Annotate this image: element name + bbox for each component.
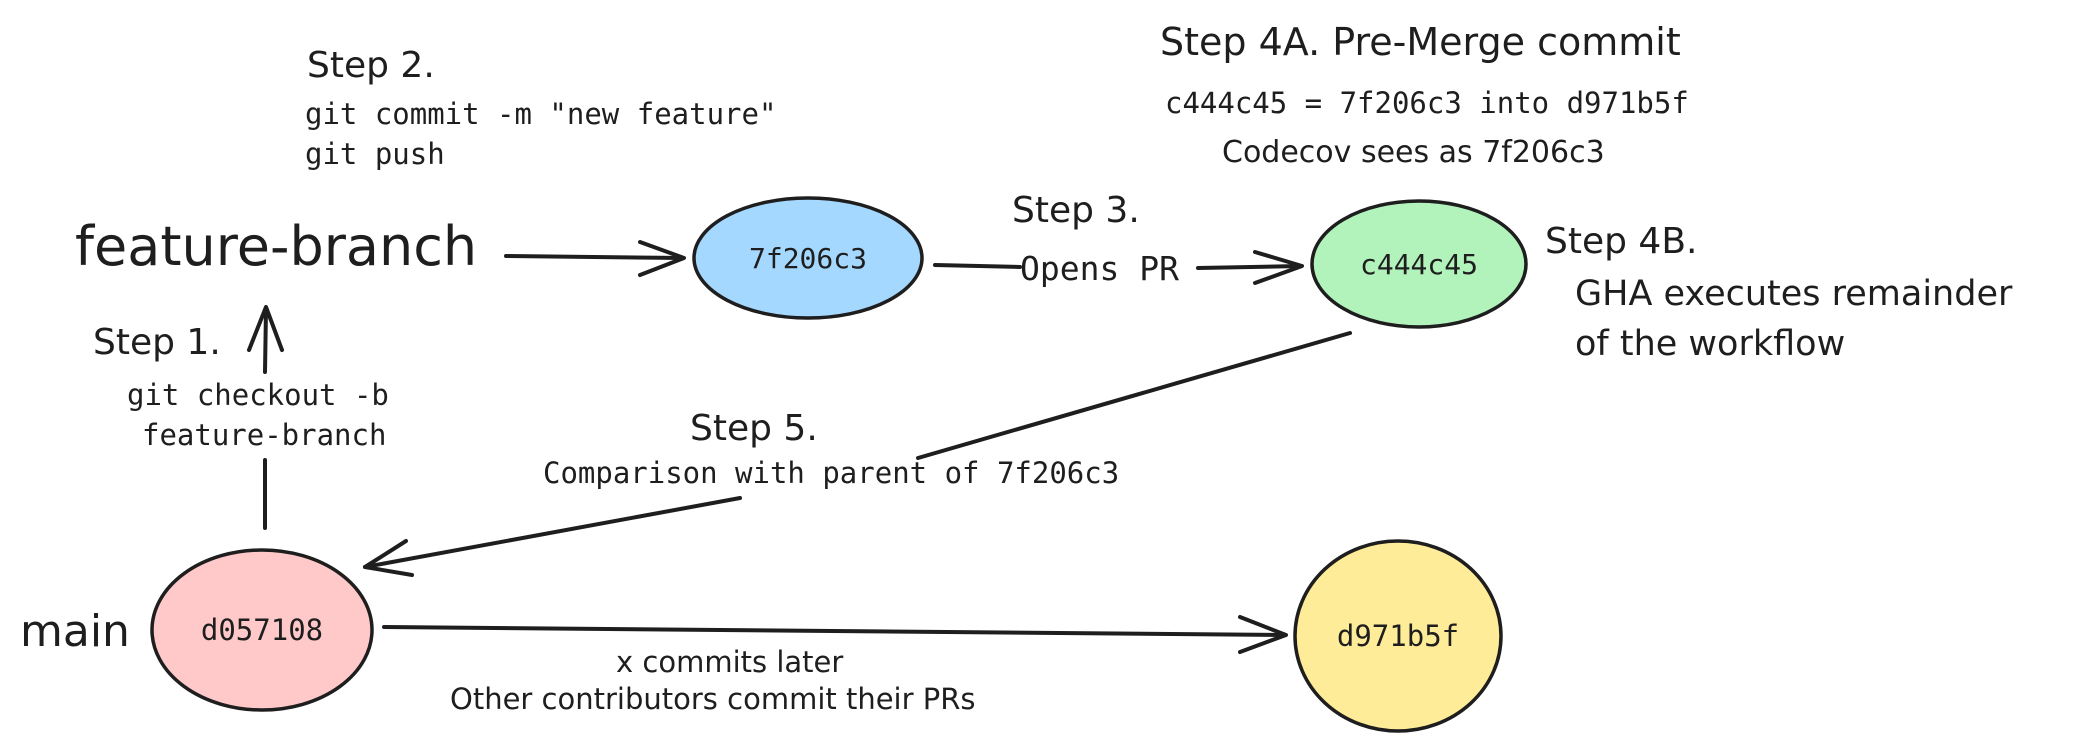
step-3-label: Opens PR xyxy=(1020,249,1179,288)
commit-node-shape xyxy=(692,196,924,320)
step-2-command-line-1: git commit -m "new feature" xyxy=(305,97,776,131)
commit-node-shape xyxy=(1310,199,1528,329)
main-edge-label-line-1: x commits later xyxy=(616,645,843,679)
step-2-title: Step 2. xyxy=(307,45,435,86)
step-1-command-line-1: git checkout -b xyxy=(127,378,389,412)
arrow-feature-branch-to-7f206c3 xyxy=(504,240,686,277)
step-4b-line-2: of the workflow xyxy=(1575,324,1845,364)
arrow-main-to-d971b5f xyxy=(382,615,1288,654)
commit-node-shape xyxy=(150,548,374,712)
step-5-label: Comparison with parent of 7f206c3 xyxy=(543,456,1119,490)
step-4b-line-1: GHA executes remainder xyxy=(1575,274,2013,314)
commit-hash-label: 7f206c3 xyxy=(749,242,867,275)
step-5-title: Step 5. xyxy=(690,408,818,449)
step-1-title: Step 1. xyxy=(93,322,221,363)
branch-label-feature: feature-branch xyxy=(75,215,477,278)
arrow-main-to-feature-branch xyxy=(247,305,284,530)
branch-label-main: main xyxy=(20,606,130,657)
main-edge-label-line-2: Other contributors commit their PRs xyxy=(450,682,976,716)
commit-hash-label: d971b5f xyxy=(1337,619,1459,653)
commit-hash-label: c444c45 xyxy=(1360,248,1478,281)
commit-node-7f206c3[interactable]: 7f206c3 xyxy=(692,196,924,320)
arrow-7f206c3-to-c444c45 xyxy=(933,250,1304,285)
step-4a-line-1: c444c45 = 7f206c3 into d971b5f xyxy=(1165,86,1689,120)
commit-node-d971b5f[interactable]: d971b5f xyxy=(1293,539,1503,733)
commit-node-c444c45[interactable]: c444c45 xyxy=(1310,199,1528,329)
step-3-title: Step 3. xyxy=(1012,190,1140,231)
arrow-c444c45-to-main xyxy=(363,331,1352,577)
step-4a-line-2: Codecov sees as 7f206c3 xyxy=(1222,135,1605,170)
step-4a-title: Step 4A. Pre-Merge commit xyxy=(1160,20,1681,64)
step-4b-title: Step 4B. xyxy=(1545,221,1697,262)
commit-node-d057108[interactable]: d057108 xyxy=(150,548,374,712)
commit-node-shape xyxy=(1293,539,1503,733)
step-1-command-line-2: feature-branch xyxy=(142,418,386,452)
step-2-command-line-2: git push xyxy=(305,137,445,171)
commit-hash-label: d057108 xyxy=(201,613,323,647)
